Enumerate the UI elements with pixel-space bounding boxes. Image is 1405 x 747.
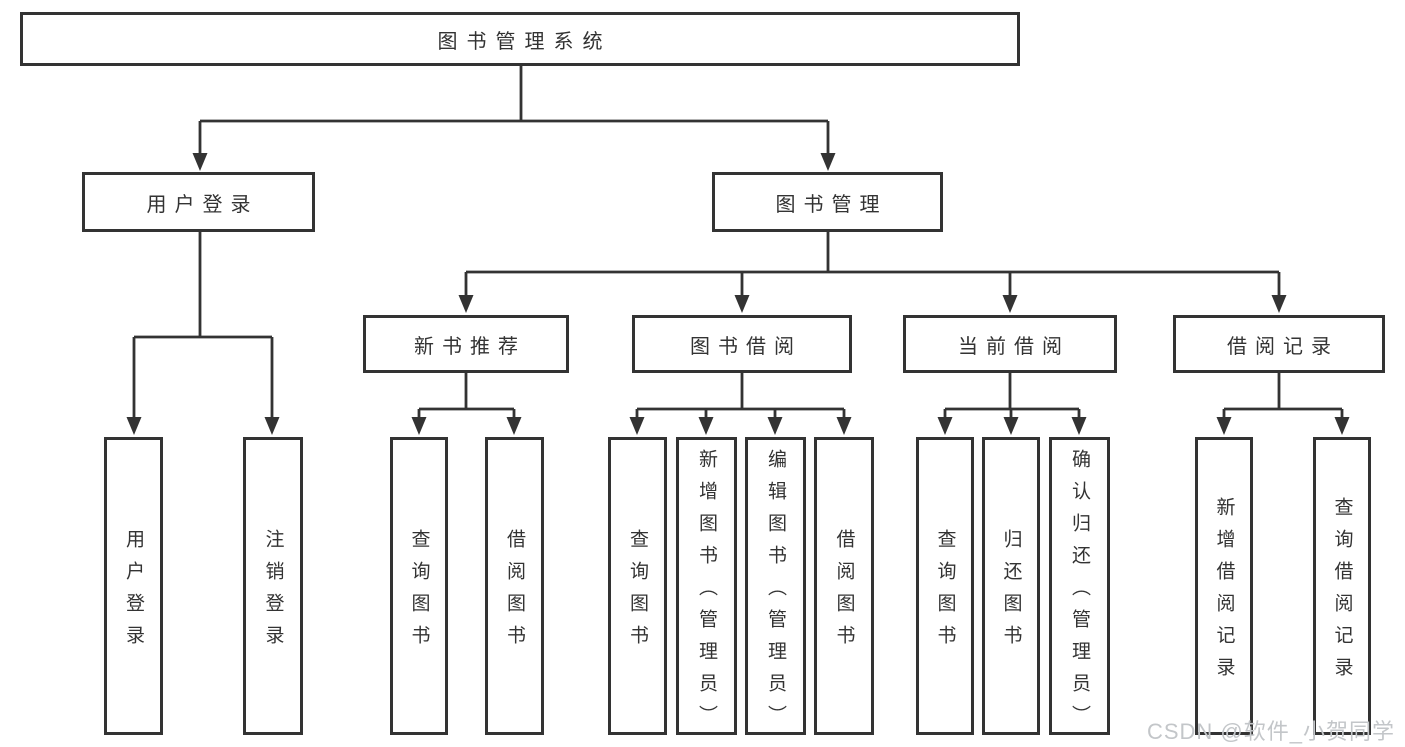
leaf-records-query-borrow-record: 查询借阅记录: [1313, 437, 1371, 735]
leaf-current-return-books-label: 归还图书: [1000, 528, 1022, 657]
leaf-current-return-books: 归还图书: [982, 437, 1040, 735]
node-user-login: 用户登录: [82, 172, 315, 232]
leaf-recommend-query-books: 查询图书: [390, 437, 448, 735]
leaf-borrowing-query-books-label: 查询图书: [627, 528, 648, 657]
leaf-user-login-label: 用户登录: [123, 528, 144, 657]
leaf-records-add-borrow-record: 新增借阅记录: [1195, 437, 1253, 735]
node-library-system-label: 图书管理系统: [437, 30, 612, 53]
node-book-borrowing-label: 图书借阅: [690, 335, 802, 358]
leaf-current-confirm-return-admin-label: 确认归还（管理员）: [1069, 448, 1090, 737]
leaf-recommend-query-books-label: 查询图书: [408, 528, 430, 657]
leaf-recommend-borrow-books-label: 借阅图书: [504, 528, 525, 657]
node-user-login-label: 用户登录: [146, 193, 259, 216]
csdn-watermark: CSDN @软件_小贺同学: [1146, 719, 1395, 744]
leaf-current-query-books: 查询图书: [916, 437, 974, 735]
node-current-borrowing-label: 当前借阅: [958, 335, 1070, 358]
leaf-borrowing-borrow-books-label: 借阅图书: [833, 528, 855, 657]
node-book-management: 图书管理: [712, 172, 943, 232]
leaf-current-query-books-label: 查询图书: [934, 528, 956, 657]
leaf-current-confirm-return-admin: 确认归还（管理员）: [1049, 437, 1110, 737]
leaf-borrowing-add-books-admin: 新增图书（管理员）: [676, 437, 737, 737]
node-new-book-recommend-label: 新书推荐: [414, 335, 526, 358]
node-borrowing-records-label: 借阅记录: [1227, 335, 1339, 358]
leaf-borrowing-edit-books-admin-label: 编辑图书（管理员）: [765, 448, 786, 737]
node-book-borrowing: 图书借阅: [632, 315, 852, 373]
leaf-user-login: 用户登录: [104, 437, 163, 735]
node-new-book-recommend: 新书推荐: [363, 315, 569, 373]
node-book-management-label: 图书管理: [775, 193, 888, 216]
leaf-borrowing-add-books-admin-label: 新增图书（管理员）: [696, 448, 717, 737]
leaf-borrowing-query-books: 查询图书: [608, 437, 667, 735]
node-borrowing-records: 借阅记录: [1173, 315, 1385, 373]
leaf-records-query-borrow-record-label: 查询借阅记录: [1331, 496, 1353, 689]
leaf-records-add-borrow-record-label: 新增借阅记录: [1213, 496, 1235, 689]
node-current-borrowing: 当前借阅: [903, 315, 1117, 373]
leaf-recommend-borrow-books: 借阅图书: [485, 437, 544, 735]
node-library-system: 图书管理系统: [20, 12, 1020, 66]
leaf-logout-label: 注销登录: [262, 528, 284, 657]
leaf-logout: 注销登录: [243, 437, 303, 735]
leaf-borrowing-edit-books-admin: 编辑图书（管理员）: [745, 437, 806, 737]
leaf-borrowing-borrow-books: 借阅图书: [814, 437, 874, 735]
